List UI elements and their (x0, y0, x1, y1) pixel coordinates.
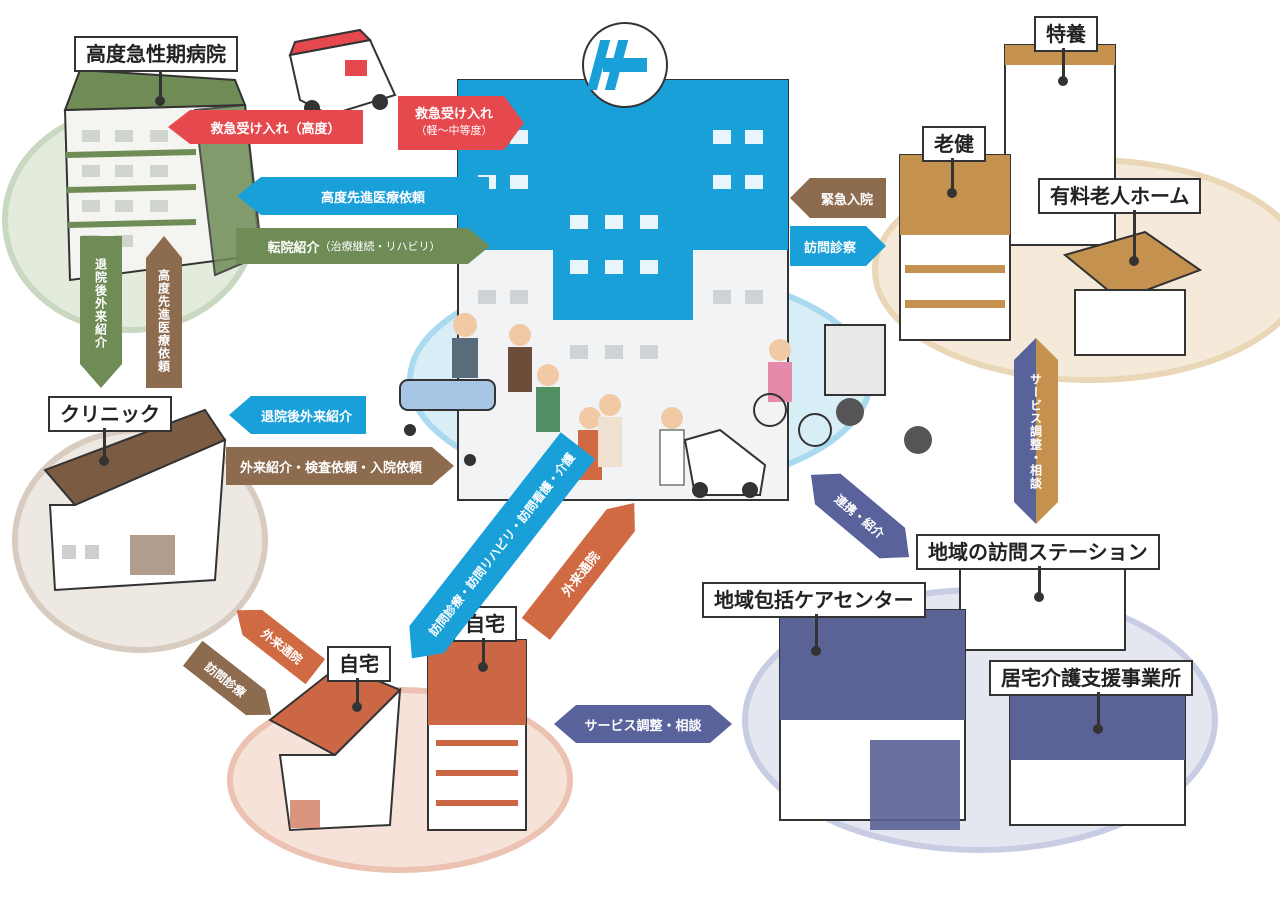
hospital-logo-icon (586, 40, 647, 90)
community-center-dot (811, 646, 821, 656)
clinic-building (43, 408, 227, 592)
arrow-emergency-admission: 緊急入院 (790, 178, 886, 218)
health-facility-dot (947, 188, 957, 198)
visiting-station-pin (1038, 566, 1041, 596)
car-illustration (683, 428, 767, 498)
clinic-dot (99, 456, 109, 466)
private-home-pin (1133, 210, 1136, 260)
arrow-advanced-vertical-text: 高度先進医療依頼 (156, 269, 171, 373)
arrow-outpatient-referral: 外来紹介・検査依頼・入院依頼 (226, 447, 454, 485)
arrow-transfer: 転院紹介（治療継続・リハビリ） (236, 228, 490, 264)
clinic-label: クリニック (48, 396, 172, 432)
arrow-service-coordination-h-text: サービス調整・相談 (584, 718, 702, 734)
arrow-emergency-high-text: 救急受け入れ（高度） (210, 121, 341, 137)
arrow-advanced-request-text: 高度先進医療依頼 (320, 190, 425, 206)
arrow-service-coordination-h: サービス調整・相談 (554, 705, 732, 743)
community-center-label: 地域包括ケアセンター (702, 582, 926, 618)
visiting-station-label: 地域の訪問ステーション (916, 534, 1160, 570)
arrow-discharge-vertical-text: 退院後外来紹介 (93, 257, 108, 349)
home-left-pin (356, 678, 359, 706)
clinic-pin (103, 428, 106, 460)
health-facility-pin (951, 158, 954, 192)
private-home-dot (1129, 256, 1139, 266)
home-left-dot (352, 702, 362, 712)
home-left-label: 自宅 (327, 646, 391, 682)
special-nursing-dot (1058, 76, 1068, 86)
community-center-pin (815, 614, 818, 650)
arrow-emergency-high: 救急受け入れ（高度） (168, 110, 363, 144)
arrow-transfer-text: 転院紹介 (267, 240, 320, 256)
central-hospital-building (457, 22, 789, 501)
station-buildings (779, 559, 1186, 830)
health-facility-label: 老健 (922, 126, 986, 162)
arrow-service-coordination-v-text: サービス調整・相談 (1028, 372, 1043, 490)
arrow-advanced-vertical: 高度先進医療依頼 (146, 236, 182, 388)
arrow-outpatient-referral-text: 外来紹介・検査依頼・入院依頼 (239, 460, 422, 476)
arrow-transfer-sub: （治療継続・リハビリ） (319, 240, 441, 253)
arrow-advanced-request: 高度先進医療依頼 (237, 177, 489, 215)
ambulance-illustration (288, 28, 397, 117)
acute-hospital-dot (155, 96, 165, 106)
home-left-building (268, 663, 402, 832)
home-right-dot (478, 662, 488, 672)
care-support-label: 居宅介護支援事業所 (989, 660, 1193, 696)
home-right-pin (482, 638, 485, 666)
arrow-home-visit-facility: 訪問診察 (790, 226, 886, 266)
acute-hospital-label: 高度急性期病院 (74, 36, 238, 72)
bicycle-illustration (753, 393, 832, 447)
home-right-building (427, 639, 527, 831)
delivery-scooter-illustration (824, 324, 932, 454)
arrow-emergency-mild-sub: （軽〜中等度） (415, 124, 493, 137)
private-home-label: 有料老人ホーム (1038, 178, 1202, 214)
arrow-discharge-outpatient-text: 退院後外来紹介 (260, 409, 352, 425)
arrow-service-coordination-v: サービス調整・相談 (1014, 338, 1058, 524)
special-nursing-label: 特養 (1034, 16, 1098, 52)
care-support-dot (1093, 724, 1103, 734)
arrow-home-visit-facility-text: 訪問診察 (803, 240, 856, 256)
arrow-discharge-outpatient: 退院後外来紹介 (229, 396, 366, 434)
people-illustration (452, 313, 792, 486)
arrow-emergency-mild-text: 救急受け入れ (414, 107, 493, 122)
arrow-discharge-vertical: 退院後外来紹介 (80, 236, 122, 388)
acute-hospital-pin (159, 70, 162, 100)
arrow-emergency-admission-text: 緊急入院 (820, 192, 873, 208)
stretcher-illustration (399, 379, 496, 466)
care-support-pin (1097, 692, 1100, 728)
visiting-station-dot (1034, 592, 1044, 602)
arrow-emergency-mild: 救急受け入れ （軽〜中等度） (398, 96, 524, 150)
special-nursing-pin (1062, 48, 1065, 80)
